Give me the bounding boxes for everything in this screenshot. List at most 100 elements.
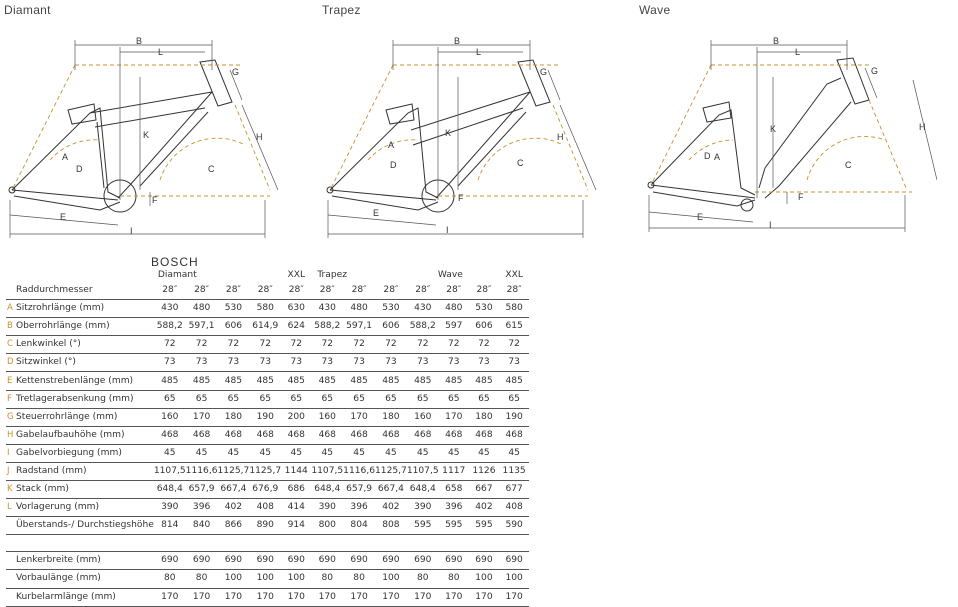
row-key xyxy=(6,282,16,301)
table-cell: 72 xyxy=(375,335,407,355)
table-cell: 396 xyxy=(185,498,218,518)
table-cell: 530 xyxy=(375,299,407,319)
dim-label-a: A xyxy=(388,140,394,150)
brand-label: BOSCH xyxy=(151,255,199,269)
table-cell: 160 xyxy=(406,408,439,427)
table-cell: 160 xyxy=(311,408,344,427)
table-cell: 390 xyxy=(153,498,186,518)
row-key: C xyxy=(6,335,16,355)
dim-label-c: C xyxy=(517,158,524,168)
row-label: Stack (mm) xyxy=(16,480,154,500)
table-cell: 160 xyxy=(153,408,186,427)
table-cell: 65 xyxy=(438,390,469,409)
table-cell: 588,2 xyxy=(153,317,186,337)
table-cell: 73 xyxy=(185,353,218,373)
group-label-diamant-xxl: XXL xyxy=(287,270,306,280)
group-label-trapez: Trapez xyxy=(317,270,348,280)
row-key: D xyxy=(6,353,16,373)
table-cell: 45 xyxy=(311,444,344,463)
table-cell: 588,2 xyxy=(406,317,439,337)
dim-label-k: K xyxy=(445,128,451,138)
dim-label-g: G xyxy=(232,67,239,77)
diagram-title-wave: Wave xyxy=(639,3,671,17)
table-cell: 65 xyxy=(499,390,530,409)
table-cell: 180 xyxy=(217,408,250,427)
table-cell: 45 xyxy=(468,444,500,463)
table-cell: 657,9 xyxy=(185,480,218,500)
table-cell: 914 xyxy=(281,516,312,536)
dim-label-c: C xyxy=(208,164,215,174)
table-cell: 72 xyxy=(499,335,530,355)
table-cell: 590 xyxy=(499,516,530,536)
table-cell: 100 xyxy=(468,569,500,589)
table-cell: 402 xyxy=(468,498,500,518)
row-key: E xyxy=(6,371,16,391)
table-cell: 170 xyxy=(438,588,469,607)
table-cell: 690 xyxy=(153,551,186,571)
table-cell: 890 xyxy=(249,516,282,536)
table-cell: 648,4 xyxy=(311,480,344,500)
table-cell: 65 xyxy=(311,390,344,409)
table-cell: 72 xyxy=(281,335,312,355)
table-cell: 390 xyxy=(406,498,439,518)
table-cell: 485 xyxy=(153,371,186,391)
table-cell: 657,9 xyxy=(343,480,375,500)
table-cell: 485 xyxy=(311,371,344,391)
table-cell: 667 xyxy=(468,480,500,500)
table-cell: 170 xyxy=(343,588,375,607)
table-cell: 1116,6 xyxy=(185,462,218,482)
table-cell: 72 xyxy=(343,335,375,355)
table-cell: 597 xyxy=(438,317,469,337)
table-cell: 72 xyxy=(217,335,250,355)
table-cell: 170 xyxy=(281,588,312,607)
table-cell: 480 xyxy=(343,299,375,319)
row-label: Überstands-/ Durchstiegshöhe xyxy=(16,516,154,536)
dim-label-l: L xyxy=(476,47,481,57)
table-cell: 65 xyxy=(375,390,407,409)
table-cell: 45 xyxy=(281,444,312,463)
table-cell: 485 xyxy=(406,371,439,391)
row-label: Gabelvorbiegung (mm) xyxy=(16,444,154,463)
group-label-wave-xxl: XXL xyxy=(505,270,523,280)
row-label: Vorbaulänge (mm) xyxy=(16,569,154,589)
table-cell: 485 xyxy=(185,371,218,391)
table-cell: 28″ xyxy=(499,282,530,301)
table-cell: 690 xyxy=(185,551,218,571)
table-cell: 485 xyxy=(249,371,282,391)
table-cell: 45 xyxy=(153,444,186,463)
dim-label-h: H xyxy=(557,132,564,142)
diagram-title-diamant: Diamant xyxy=(4,3,51,17)
table-cell: 588,2 xyxy=(311,317,344,337)
row-label: Vorlagerung (mm) xyxy=(16,498,154,518)
table-cell: 170 xyxy=(406,588,439,607)
table-cell: 72 xyxy=(153,335,186,355)
table-cell: 28″ xyxy=(375,282,407,301)
row-label: Radstand (mm) xyxy=(16,462,154,482)
table-cell: 690 xyxy=(438,551,469,571)
table-cell: 65 xyxy=(468,390,500,409)
table-cell: 80 xyxy=(438,569,469,589)
dim-label-k: K xyxy=(143,130,149,140)
table-cell: 468 xyxy=(406,426,439,445)
table-cell: 73 xyxy=(468,353,500,373)
table-cell: 414 xyxy=(281,498,312,518)
dim-label-l: L xyxy=(795,47,800,57)
table-cell: 606 xyxy=(217,317,250,337)
table-cell: 648,4 xyxy=(406,480,439,500)
table-cell: 170 xyxy=(468,588,500,607)
table-cell: 45 xyxy=(343,444,375,463)
table-cell: 73 xyxy=(406,353,439,373)
dim-label-l: L xyxy=(158,47,163,57)
row-key xyxy=(6,551,16,571)
table-cell: 1125,7 xyxy=(375,462,407,482)
table-cell: 866 xyxy=(217,516,250,536)
row-label: Sitzwinkel (°) xyxy=(16,353,154,373)
table-cell: 180 xyxy=(468,408,500,427)
row-key: L xyxy=(6,498,16,518)
table-cell: 200 xyxy=(281,408,312,427)
table-cell: 65 xyxy=(185,390,218,409)
row-label: Gabelaufbauhöhe (mm) xyxy=(16,426,154,445)
table-cell: 80 xyxy=(153,569,186,589)
